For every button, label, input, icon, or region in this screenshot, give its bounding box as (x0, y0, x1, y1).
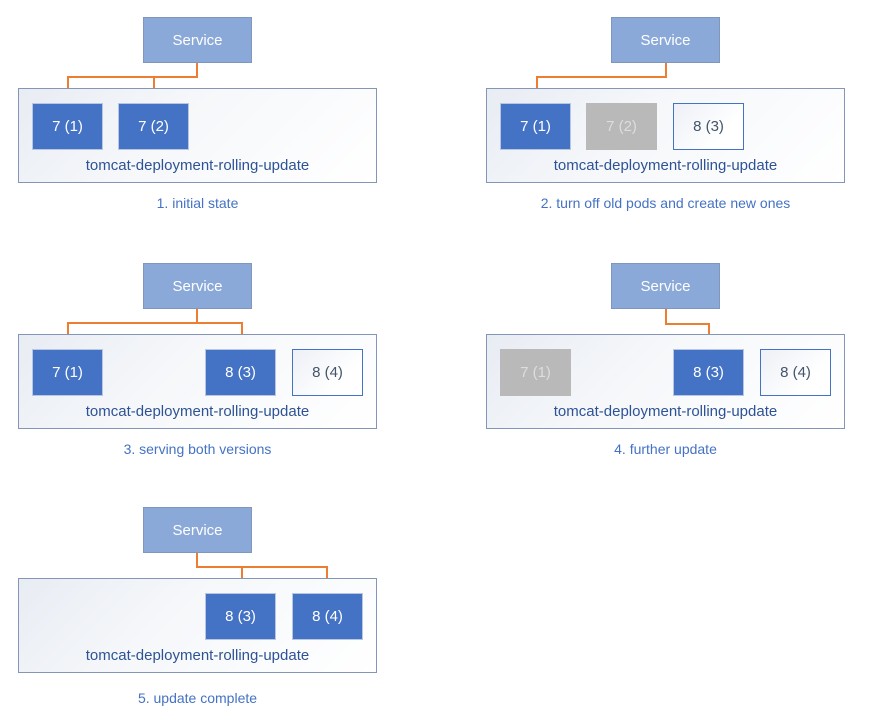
pod-8-3: 8 (3) (205, 349, 276, 396)
service-box: Service (143, 17, 252, 63)
deployment-name-label: tomcat-deployment-rolling-update (553, 157, 778, 174)
pod-7-1: 7 (1) (500, 349, 571, 396)
pod-7-1: 7 (1) (32, 349, 103, 396)
panel-turn-off-old-pods: Service 7 (1) 7 (2) 8 (3) tomcat-deploym… (468, 0, 870, 230)
panel-caption: 2. turn off old pods and create new ones (540, 195, 791, 211)
deployment-box (486, 88, 845, 183)
deployment-name-label: tomcat-deployment-rolling-update (553, 403, 778, 420)
panel-update-complete: Service 8 (3) 8 (4) tomcat-deployment-ro… (0, 490, 430, 718)
pod-8-3: 8 (3) (673, 349, 744, 396)
pod-8-3: 8 (3) (673, 103, 744, 150)
service-label: Service (172, 31, 223, 49)
pod-8-4: 8 (4) (292, 593, 363, 640)
pod-7-2: 7 (2) (118, 103, 189, 150)
panel-initial-state: Service 7 (1) 7 (2) tomcat-deployment-ro… (0, 0, 430, 230)
service-box: Service (611, 17, 720, 63)
service-label: Service (172, 277, 223, 295)
pod-7-1: 7 (1) (500, 103, 571, 150)
pod-8-4: 8 (4) (292, 349, 363, 396)
panel-caption: 3. serving both versions (123, 441, 272, 457)
panel-further-update: Service 7 (1) 8 (3) 8 (4) tomcat-deploym… (468, 246, 870, 476)
pod-8-4: 8 (4) (760, 349, 831, 396)
panel-caption: 5. update complete (137, 690, 258, 706)
deployment-name-label: tomcat-deployment-rolling-update (85, 647, 310, 664)
deployment-name-label: tomcat-deployment-rolling-update (85, 403, 310, 420)
pod-7-2: 7 (2) (586, 103, 657, 150)
pod-8-3: 8 (3) (205, 593, 276, 640)
service-label: Service (640, 277, 691, 295)
service-box: Service (611, 263, 720, 309)
service-box: Service (143, 263, 252, 309)
deployment-name-label: tomcat-deployment-rolling-update (85, 157, 310, 174)
panel-serving-both-versions: Service 7 (1) 8 (3) 8 (4) tomcat-deploym… (0, 246, 430, 476)
panel-caption: 4. further update (614, 441, 717, 457)
pod-7-1: 7 (1) (32, 103, 103, 150)
service-box: Service (143, 507, 252, 553)
panel-caption: 1. initial state (156, 195, 239, 211)
service-label: Service (640, 31, 691, 49)
service-label: Service (172, 521, 223, 539)
